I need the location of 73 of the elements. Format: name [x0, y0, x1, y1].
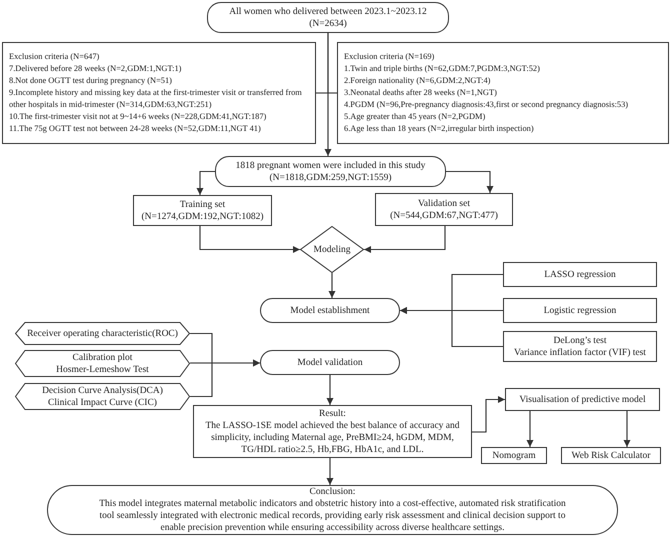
- arrow: [364, 226, 446, 253]
- conclusion-terminal: [47, 485, 618, 535]
- node-label: (N=1818,GDM:259,NGT:1559): [269, 172, 392, 184]
- decision-diamond: [300, 226, 364, 273]
- arrow: [199, 226, 300, 253]
- exclusion-criterion: 1.Twin and triple births (N=62,GDM:7,PGDM:3,NGT:52): [344, 63, 540, 75]
- exclusion-criterion: 11.The 75g OGTT test not between 24-28 weeks (N=52,GDM:11,NGT 41): [9, 123, 261, 135]
- exclusion-heading: Exclusion criteria (N=169): [344, 51, 434, 63]
- arrow: [190, 360, 260, 398]
- exclusion-criterion: 7.Delivered before 28 weeks (N=2,GDM:1,NGT:1): [9, 63, 182, 75]
- box-text: LASSO regression: [544, 268, 616, 280]
- process-box: [503, 262, 657, 287]
- node-label: (N=2634): [309, 18, 347, 30]
- result-box: [193, 405, 472, 458]
- process-terminal: [260, 298, 400, 323]
- process-box: [503, 298, 657, 323]
- node-label: Decision Curve Analysis(DCA): [42, 384, 163, 396]
- exclusion-heading: Exclusion criteria (N=647): [9, 51, 100, 63]
- node-label: Model establishment: [290, 304, 370, 316]
- box-text: Training set: [180, 198, 226, 210]
- arrow: [472, 396, 505, 433]
- arrow: [326, 375, 334, 405]
- process-box: [481, 447, 547, 464]
- node-label: Model validation: [297, 356, 363, 368]
- node-label: 1818 pregnant women were included in this study: [236, 160, 426, 172]
- process-terminal: [215, 156, 446, 187]
- box-text: Conclusion:: [310, 486, 356, 498]
- start-terminal: [207, 2, 449, 33]
- arrow: [624, 411, 630, 447]
- box-text: Result:: [319, 408, 346, 420]
- exclusion-criterion: 9.Incomplete history and missing key data at the first-trimester visit or transferred from other hospitals in mid-trimester (N=314,GDM:63,NGT:251): [9, 87, 303, 111]
- exclusion-criterion: 8.Not done OGTT test during pregnancy (N=51): [9, 75, 172, 87]
- exclusion-criterion: 4.PGDM (N=96,Pre-pregnancy diagnosis:43,first or second pregnancy diagnosis:53): [344, 99, 628, 111]
- process-box: [505, 388, 660, 411]
- box-text: DeLong’s test: [553, 334, 607, 346]
- box-text: (N=1274,GDM:192,NGT:1082): [141, 210, 264, 222]
- exclusion-criterion: 3.Neonatal deaths after 28 weeks (N=1,NGT): [344, 87, 497, 99]
- exclusion-criterion: 2.Foreign nationality (N=6,GDM:2,NGT:4): [344, 75, 490, 87]
- box-text: Web Risk Calculator: [572, 450, 650, 462]
- arrow: [328, 273, 336, 298]
- node-label: Hosmer-Lemeshow Test: [56, 364, 149, 376]
- node-label: Receiver operating characteristic(ROC): [27, 328, 178, 340]
- node-label: Clinical Impact Curve (CIC): [48, 396, 157, 408]
- box-text: Visualisation of predictive model: [519, 394, 646, 406]
- exclusion-criterion: 6.Age less than 18 years (N=2,irregular birth inspection): [344, 123, 534, 135]
- process-box: [375, 193, 513, 226]
- box-text: Nomogram: [492, 450, 536, 462]
- preparation-hexagon: [15, 383, 190, 410]
- box-text: The LASSO-1SE model achieved the best balance of accuracy and simplicity, including Maternal age, PreBMI≥24, hGDM, MDM, TG/HDL ratio≥2.5, Hb,FBG, HbA1c, and LDL.: [204, 420, 461, 456]
- node-label: Calibration plot: [72, 352, 132, 364]
- arrow: [526, 411, 534, 447]
- preparation-hexagon: [15, 322, 190, 345]
- arrow: [326, 458, 334, 485]
- box-text: This model integrates maternal metabolic indicators and obstetric history into a cost-effective, automated risk stratification tool seamlessly integrated with electronic medical records, providing early risk assessment and clinical decision support to enable precision prevention while ensuring accessibility across diverse healthcare settings.: [98, 498, 567, 534]
- exclusion-box: [2, 42, 316, 144]
- process-terminal: [260, 350, 400, 375]
- exclusion-box: [337, 42, 669, 144]
- exclusion-criterion: 5.Age greater than 45 years (N=2,PGDM): [344, 111, 486, 123]
- node-label: All women who delivered between 2023.1~2023.12: [229, 6, 427, 18]
- arrow: [400, 307, 503, 348]
- process-box: [561, 447, 661, 464]
- exclusion-criterion: 10.The first-trimester visit not at 9~14+6 weeks (N=228,GDM:41,NGT:187): [9, 111, 266, 123]
- preparation-hexagon: [15, 350, 190, 377]
- node-label: Modeling: [314, 244, 350, 256]
- connector-line: [327, 33, 337, 94]
- process-box: [133, 195, 272, 226]
- box-text: (N=544,GDM:67,NGT:477): [390, 210, 498, 222]
- arrow: [446, 170, 494, 193]
- box-text: Logistic regression: [544, 304, 616, 316]
- process-box: [503, 331, 657, 362]
- box-text: Variance inflation factor (VIF) test: [514, 346, 646, 358]
- box-text: Validation set: [418, 198, 470, 210]
- arrow: [196, 170, 215, 195]
